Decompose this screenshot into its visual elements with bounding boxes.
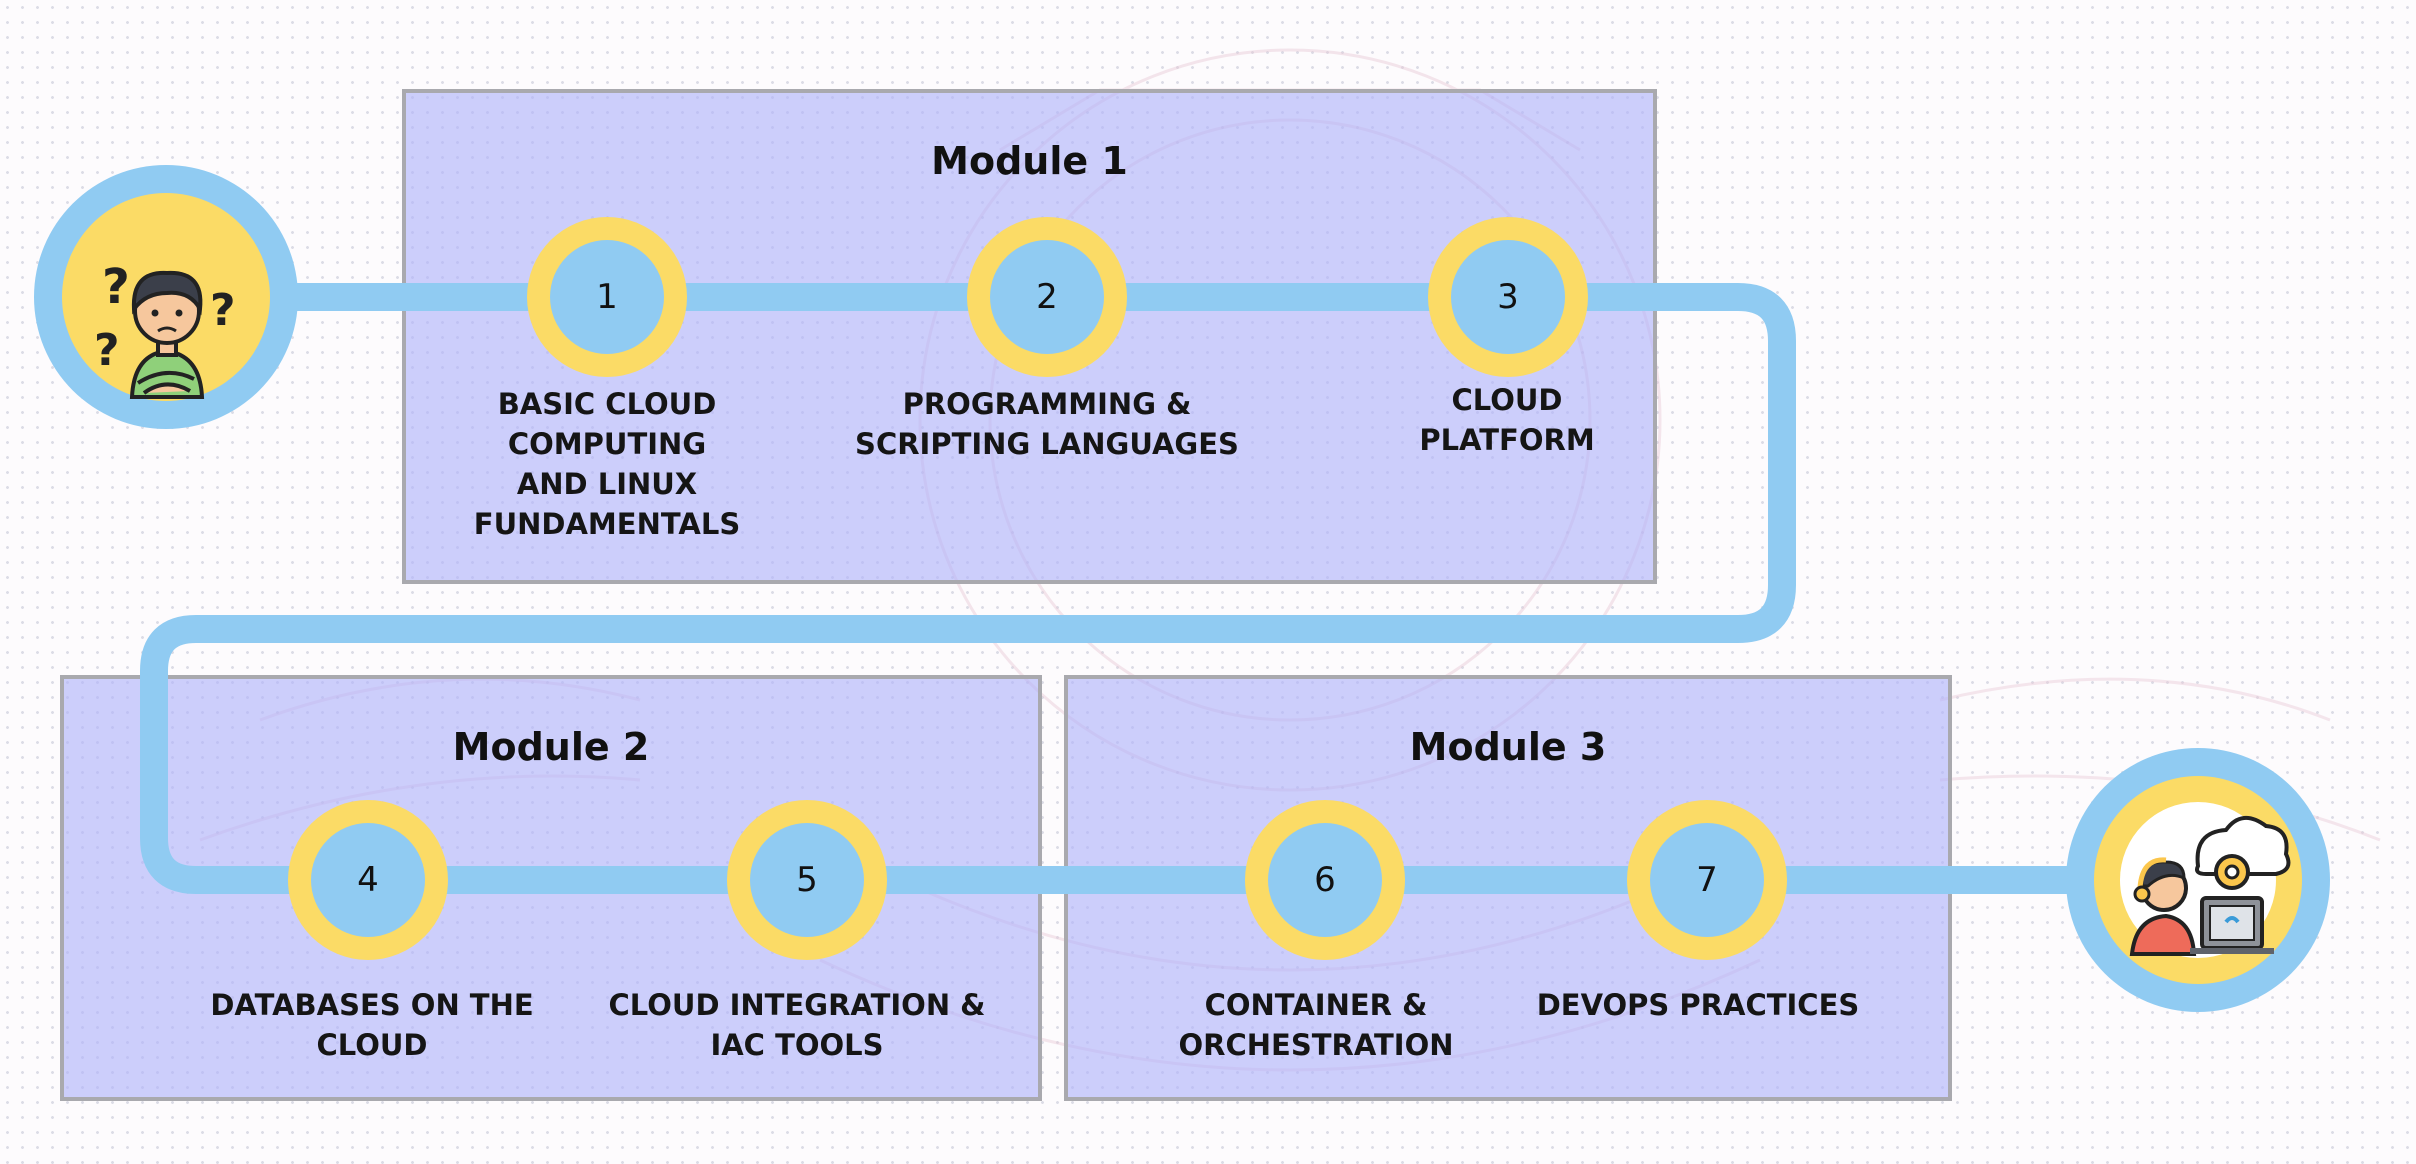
step-label-7: DEVOPS PRACTICES [1536,988,1860,1022]
step-number: 1 [550,240,664,354]
step-number: 4 [311,823,425,937]
svg-text:?: ? [210,285,236,336]
step-label-2: PROGRAMMING & SCRIPTING LANGUAGES [855,387,1239,461]
step-node-4: 4 [288,800,448,960]
confused-person-icon: ? ? ? [94,259,236,399]
module-title: Module 2 [452,725,650,769]
step-label-4: DATABASES ON THE CLOUD [210,988,534,1062]
step-node-1: 1 [527,217,687,377]
svg-text:?: ? [102,259,130,315]
step-number: 3 [1451,240,1565,354]
step-label-1: BASIC CLOUD COMPUTING AND LINUX FUNDAMEN… [473,387,741,541]
step-label-3: CLOUD PLATFORM [1419,383,1595,457]
step-number: 5 [750,823,864,937]
step-node-6: 6 [1245,800,1405,960]
end-node [2066,748,2330,1012]
module-title: Module 3 [1409,725,1607,769]
module-title: Module 1 [931,139,1128,183]
step-node-3: 3 [1428,217,1588,377]
step-label-6: CONTAINER & ORCHESTRATION [1178,988,1454,1062]
step-label-5: CLOUD INTEGRATION & IAC TOOLS [608,988,986,1062]
step-number: 7 [1650,823,1764,937]
step-node-5: 5 [727,800,887,960]
svg-text:?: ? [94,325,120,376]
cloud-engineer-icon [2129,816,2291,956]
step-number: 2 [990,240,1104,354]
step-node-2: 2 [967,217,1127,377]
step-node-7: 7 [1627,800,1787,960]
step-number: 6 [1268,823,1382,937]
start-node: ? ? ? [34,165,298,429]
